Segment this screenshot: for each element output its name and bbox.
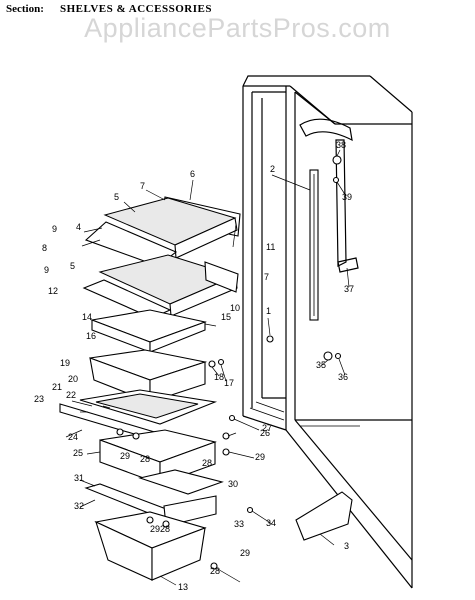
callout-23: 23 (34, 394, 44, 404)
callout-5: 5 (114, 192, 119, 202)
knob-38 (332, 155, 342, 165)
callout-1: 1 (266, 306, 271, 316)
callout-6: 6 (190, 169, 195, 179)
callout-17: 17 (224, 378, 234, 388)
callout-18: 18 (214, 372, 224, 382)
callout-2: 2 (270, 164, 275, 174)
callout-35: 35 (316, 360, 326, 370)
callout-33: 33 (234, 519, 244, 529)
pan-14 (94, 511, 207, 581)
callout-29: 29 (240, 548, 250, 558)
callout-28: 28 (160, 524, 170, 534)
callout-30: 30 (228, 479, 238, 489)
callout-37: 37 (344, 284, 354, 294)
bracket-3 (295, 491, 353, 541)
callout-19: 19 (60, 358, 70, 368)
watermark: AppliancePartsPros.com (84, 13, 391, 43)
callout-4: 4 (76, 222, 81, 232)
callout-13: 13 (178, 582, 188, 592)
callout-25: 25 (73, 448, 83, 458)
leader-lines (65, 149, 350, 586)
lower-shelf (82, 254, 239, 319)
callout-9: 9 (52, 224, 57, 234)
callout-11: 11 (266, 242, 275, 252)
screw-39 (332, 176, 340, 184)
callout-29: 29 (150, 524, 160, 534)
callout-9: 9 (44, 265, 49, 275)
callout-16: 16 (86, 331, 96, 341)
callout-29: 29 (255, 452, 265, 462)
callout-39: 39 (342, 192, 352, 202)
callout-31: 31 (74, 473, 84, 483)
callout-12: 12 (48, 286, 58, 296)
callout-5: 5 (70, 261, 75, 271)
callout-21: 21 (52, 382, 62, 392)
section-title: SHELVES & ACCESSORIES (60, 3, 212, 15)
callout-14: 14 (82, 312, 92, 322)
callout-28: 28 (202, 458, 212, 468)
callout-22: 22 (66, 390, 76, 400)
callout-20: 20 (68, 374, 78, 384)
knob-35 (323, 351, 333, 361)
section-label: Section: (6, 3, 44, 15)
rail-30 (137, 469, 224, 495)
cover-15 (89, 309, 207, 353)
callout-24: 24 (68, 432, 78, 442)
shelf-rail (309, 169, 319, 321)
callout-26: 26 (260, 428, 270, 438)
callout-7: 7 (140, 181, 145, 191)
callout-28: 28 (210, 566, 220, 576)
callout-7: 7 (264, 272, 269, 282)
top-shelf (84, 196, 241, 267)
trim-37 (299, 118, 359, 273)
callout-15: 15 (221, 312, 231, 322)
callout-36: 36 (338, 372, 348, 382)
screw-36 (334, 352, 342, 360)
callout-32: 32 (74, 501, 84, 511)
callout-10: 10 (230, 303, 240, 313)
callout-3: 3 (344, 541, 349, 551)
callout-28: 28 (140, 454, 150, 464)
screw-1 (266, 335, 274, 343)
callout-34: 34 (266, 518, 276, 528)
callout-38: 38 (336, 140, 346, 150)
callout-8: 8 (42, 243, 47, 253)
callout-29: 29 (120, 451, 130, 461)
callout-27: 27 (262, 423, 272, 433)
